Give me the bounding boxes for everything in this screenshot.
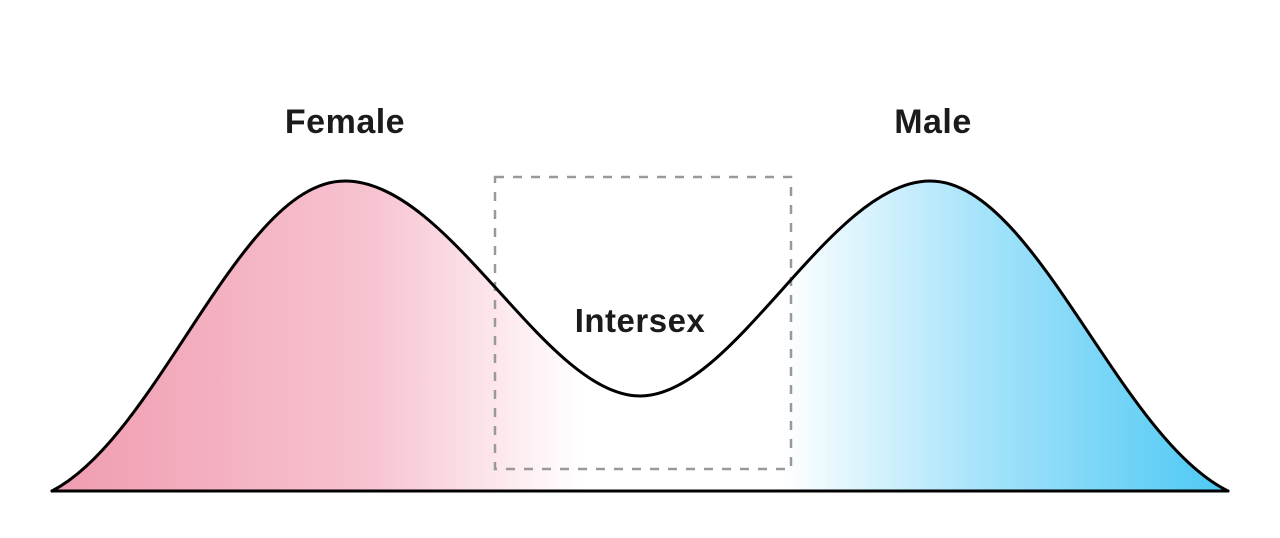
distribution-curve-fill [52,181,1228,491]
intersex-dashed-box [493,175,793,471]
distribution-curve-outline [50,179,1230,493]
intersex-label: Intersex [575,302,706,339]
male-label: Male [894,103,972,141]
female-label: Female [285,103,405,141]
